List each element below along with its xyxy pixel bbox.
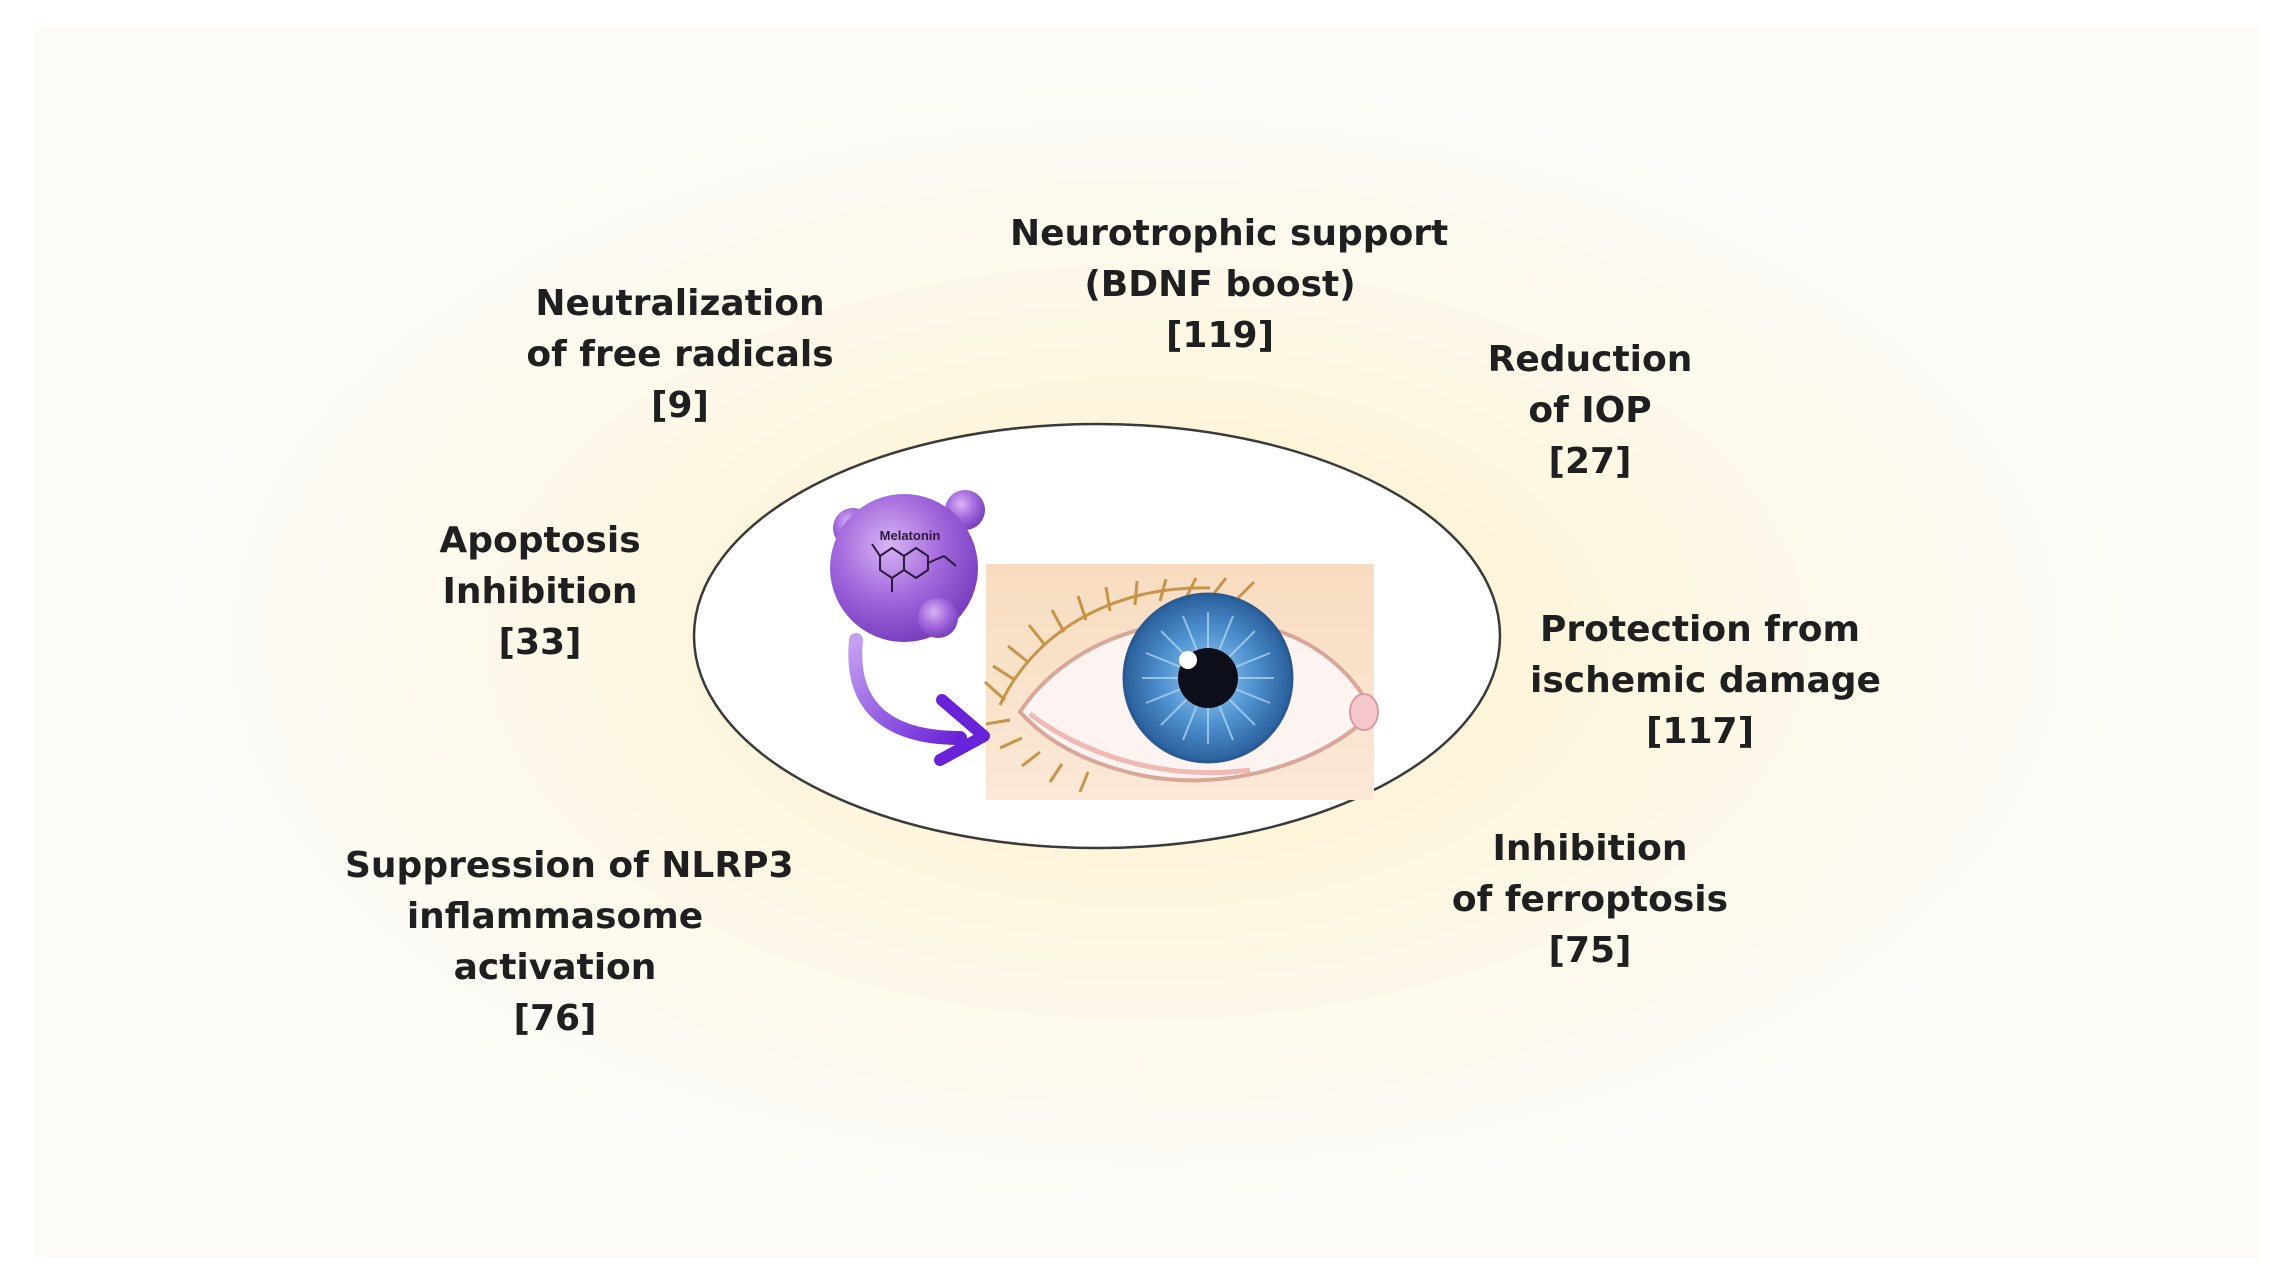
arrow-head <box>934 694 990 766</box>
curved-arrow <box>848 633 967 745</box>
caruncle <box>1349 693 1379 731</box>
label-neurotrophic-support: Neurotrophic support(BDNF boost)[119] <box>1010 213 1449 356</box>
eyelashes <box>983 577 1256 793</box>
melatonin-molecule <box>830 490 985 642</box>
iris-highlight <box>1179 651 1197 669</box>
melatonin-label: Melatonin <box>880 528 941 543</box>
